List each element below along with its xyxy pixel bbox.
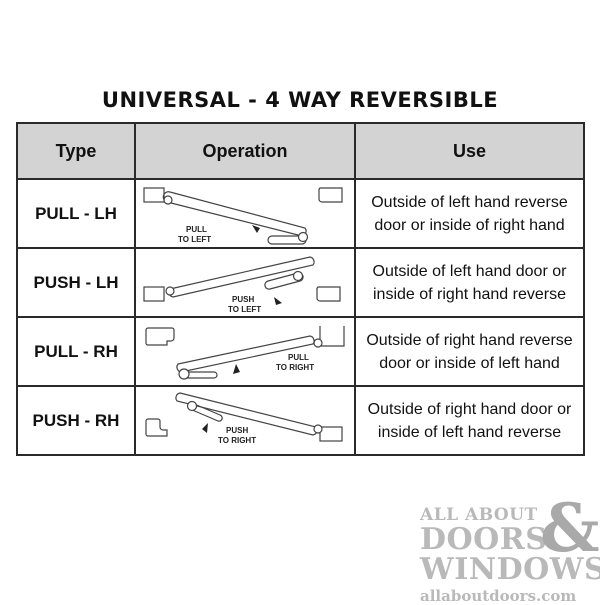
operation-diagram: PUSH TO RIGHT	[134, 385, 356, 456]
type-cell: PULL - LH	[16, 178, 136, 249]
operation-diagram: PULL TO RIGHT	[134, 316, 356, 387]
logo-line-2: DOORS	[420, 522, 548, 557]
operation-diagram: PUSH TO LEFT	[134, 247, 356, 318]
all-about-doors-logo: ALL ABOUT DOORS WINDOWS allaboutdoors.co…	[420, 489, 600, 605]
svg-text:TO LEFT: TO LEFT	[178, 235, 211, 244]
header-type: Type	[16, 122, 136, 180]
logo-url: allaboutdoors.com	[420, 587, 577, 605]
use-cell: Outside of right hand door or inside of …	[354, 385, 585, 456]
table-row: PULL - RH PULL TO RIGHT Outside of right…	[16, 316, 585, 387]
table-header-row: Type Operation Use	[16, 122, 585, 180]
operation-diagram: PULL TO LEFT	[134, 178, 356, 249]
logo-line-3: WINDOWS	[420, 552, 600, 587]
svg-text:TO RIGHT: TO RIGHT	[276, 363, 314, 372]
type-cell: PUSH - RH	[16, 385, 136, 456]
door-closer-pull-left-icon: PULL TO LEFT	[143, 186, 343, 245]
door-closer-push-right-icon: PUSH TO RIGHT	[145, 391, 343, 445]
door-closer-pull-right-icon: PULL TO RIGHT	[145, 325, 345, 380]
type-cell: PULL - RH	[16, 316, 136, 387]
logo-line-1: ALL ABOUT	[420, 505, 538, 525]
svg-text:TO RIGHT: TO RIGHT	[218, 436, 256, 445]
svg-text:TO LEFT: TO LEFT	[228, 305, 261, 314]
page-title: UNIVERSAL - 4 WAY REVERSIBLE	[101, 88, 499, 112]
table-row: PULL - LH PULL TO LEFT Outside of left h…	[16, 178, 585, 249]
table-row: PUSH - LH PUSH TO LEFT Outside of left h…	[16, 247, 585, 318]
reversible-operation-table: Type Operation Use PULL - LH PULL TO LEF…	[16, 122, 585, 456]
svg-text:PULL: PULL	[186, 225, 207, 234]
table-row: PUSH - RH PUSH TO RIGHT Outside of right…	[16, 385, 585, 456]
svg-text:PUSH: PUSH	[232, 295, 254, 304]
use-cell: Outside of left hand reverse door or ins…	[354, 178, 585, 249]
type-cell: PUSH - LH	[16, 247, 136, 318]
use-cell: Outside of left hand door or inside of r…	[354, 247, 585, 318]
header-operation: Operation	[134, 122, 356, 180]
door-closer-push-left-icon: PUSH TO LEFT	[143, 255, 341, 314]
svg-text:PUSH: PUSH	[226, 426, 248, 435]
svg-text:PULL: PULL	[288, 353, 309, 362]
ampersand-icon: &	[540, 489, 600, 567]
use-cell: Outside of right hand reverse door or in…	[354, 316, 585, 387]
header-use: Use	[354, 122, 585, 180]
